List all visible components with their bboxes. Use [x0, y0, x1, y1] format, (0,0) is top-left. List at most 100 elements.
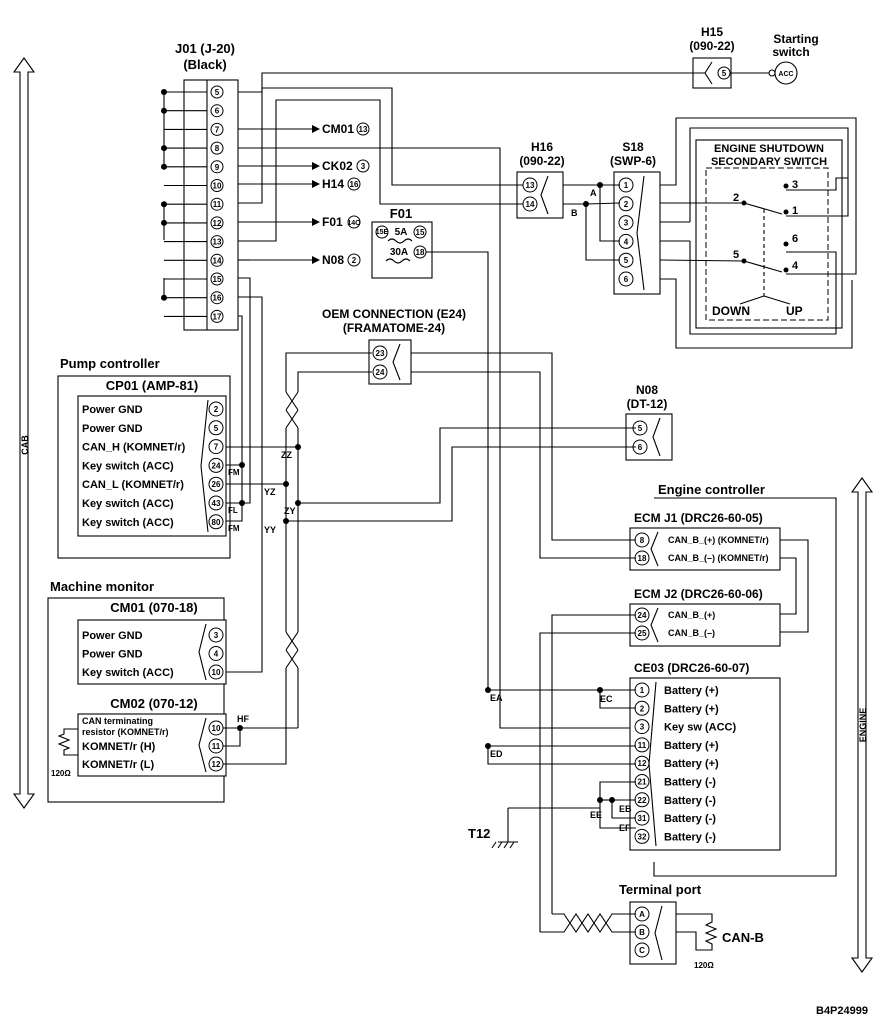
svg-text:12: 12 [212, 760, 221, 769]
ce03-pin-31: 31 [638, 814, 647, 823]
pump-title: Pump controller [60, 356, 160, 371]
cm01-pin-10-circle [208, 664, 224, 680]
n08-title: N08 [636, 383, 658, 397]
cm02-l: KOMNET/r (L) [82, 759, 154, 771]
j01-pin-9: 9 [215, 163, 220, 172]
cp01-title: CP01 (AMP-81) [106, 378, 198, 393]
j01-pin-8-circle [210, 141, 224, 155]
start-switch-title: Starting [773, 32, 818, 46]
ce03-pin-11-circle [634, 737, 650, 753]
pump-row-label: CAN_L (KOMNET/r) [82, 479, 184, 491]
ce03-row-label: Battery (-) [664, 795, 716, 807]
n08-type: (DT-12) [627, 397, 668, 411]
ce03-pin-2: 2 [640, 704, 645, 713]
j01-splice-dot [161, 89, 167, 95]
svg-text:18: 18 [638, 554, 647, 563]
svg-text:CAN_B_(–) (KOMNET/r): CAN_B_(–) (KOMNET/r) [668, 553, 769, 563]
svg-text:15E: 15E [376, 229, 389, 236]
cm02-res2: resistor (KOMNET/r) [82, 727, 169, 737]
pump-pin-43-circle [208, 495, 224, 511]
svg-text:5: 5 [733, 249, 739, 261]
s18-pin-3: 3 [624, 219, 629, 228]
ref-cm01: CM01 [322, 122, 354, 136]
h16-connector: H16 (090-22) 13 14 [516, 140, 565, 219]
h15-connector: H15 (090-22) 5 ACC Starting switch [689, 25, 819, 89]
shutdown-down: DOWN [712, 304, 750, 318]
pump-row-label: Key switch (ACC) [82, 498, 174, 510]
svg-text:6: 6 [638, 443, 643, 452]
svg-text:YZ: YZ [264, 487, 276, 497]
pump-row-label: CAN_H (KOMNET/r) [82, 442, 186, 454]
cm02-h: KOMNET/r (H) [82, 741, 156, 753]
j01-pin-7-circle [210, 122, 224, 136]
n08-connector: N08 (DT-12) 5 6 [625, 383, 673, 461]
j01-pin-5-circle [210, 85, 224, 99]
j01-pin-14-circle [210, 253, 224, 267]
svg-text:25: 25 [638, 629, 647, 638]
svg-text:EF: EF [619, 823, 631, 833]
cm01-row-label: Power GND [82, 649, 143, 661]
shutdown-up: UP [786, 304, 803, 318]
pump-pin-2-circle [208, 401, 224, 417]
pump-pin-26-circle [208, 476, 224, 492]
ce03-row-label: Battery (+) [664, 758, 719, 770]
svg-text:6: 6 [792, 233, 798, 245]
pump-row-label: Key switch (ACC) [82, 517, 174, 529]
pump-pin-5-circle [208, 420, 224, 436]
cm01-pin-10: 10 [212, 668, 221, 677]
j01-pin-17: 17 [213, 312, 222, 321]
h15-type: (090-22) [689, 39, 734, 53]
s18-pin-4: 4 [624, 237, 629, 246]
pump-pin-80: 80 [212, 518, 221, 527]
j01-pin-14: 14 [213, 256, 222, 265]
pump-splice-label: FL [228, 506, 238, 515]
ce03-pin-22: 22 [638, 796, 647, 805]
diagram-code: B4P24999 [816, 1005, 868, 1017]
ce03-pin-32-circle [634, 828, 650, 844]
fuse-5a: 5A [395, 227, 408, 238]
j01-splice-dot [161, 219, 167, 226]
ce03-row-label: Battery (+) [664, 685, 719, 697]
s18-type: (SWP-6) [610, 154, 656, 168]
cab-arrow: CAB [12, 57, 36, 809]
j01-pin-13: 13 [213, 238, 222, 247]
ref-f01: F01 [322, 215, 343, 229]
svg-text:2: 2 [352, 256, 357, 265]
svg-text:CAN_B_(+) (KOMNET/r): CAN_B_(+) (KOMNET/r) [668, 535, 769, 545]
ce03-pin-32: 32 [638, 832, 647, 841]
pump-pin-43: 43 [212, 499, 221, 508]
f01-title: F01 [390, 206, 412, 221]
svg-text:1: 1 [792, 205, 798, 217]
h15-title: H15 [701, 25, 723, 39]
j01-pin-8: 8 [215, 144, 220, 153]
pump-pin-7-circle [208, 439, 224, 455]
j01-pin-15: 15 [213, 275, 222, 284]
svg-text:23: 23 [376, 349, 385, 358]
cm02-res-value: 120Ω [51, 769, 71, 778]
ce03-pin-11: 11 [638, 741, 647, 750]
oem-title1: OEM CONNECTION (E24) [322, 307, 466, 321]
j01-pin-10-circle [210, 179, 224, 192]
j01-title: J01 (J-20) [175, 41, 235, 56]
svg-text:B: B [639, 928, 645, 937]
ref-n08: N08 [322, 253, 344, 267]
ce03-pin-12-circle [634, 755, 650, 771]
j01-pin-16-circle [210, 291, 224, 305]
cm01-row-label: Key switch (ACC) [82, 667, 174, 679]
svg-text:24: 24 [638, 611, 647, 620]
cm01-pin-4-circle [208, 646, 224, 661]
svg-text:A: A [590, 188, 597, 198]
svg-text:13: 13 [359, 125, 368, 134]
s18-pin-6: 6 [624, 275, 629, 284]
s18-pin-2: 2 [624, 200, 629, 209]
j01-color: (Black) [183, 57, 226, 72]
j01-refs: CM01 13 CK02 3 H14 16 F01 14O N08 2 [238, 122, 370, 267]
ce03-pin-1: 1 [640, 686, 645, 695]
s18-pin-1: 1 [624, 181, 629, 190]
svg-text:C: C [639, 946, 645, 955]
pump-splice-label: FM [228, 524, 240, 533]
ce03-row-label: Battery (-) [664, 777, 716, 789]
